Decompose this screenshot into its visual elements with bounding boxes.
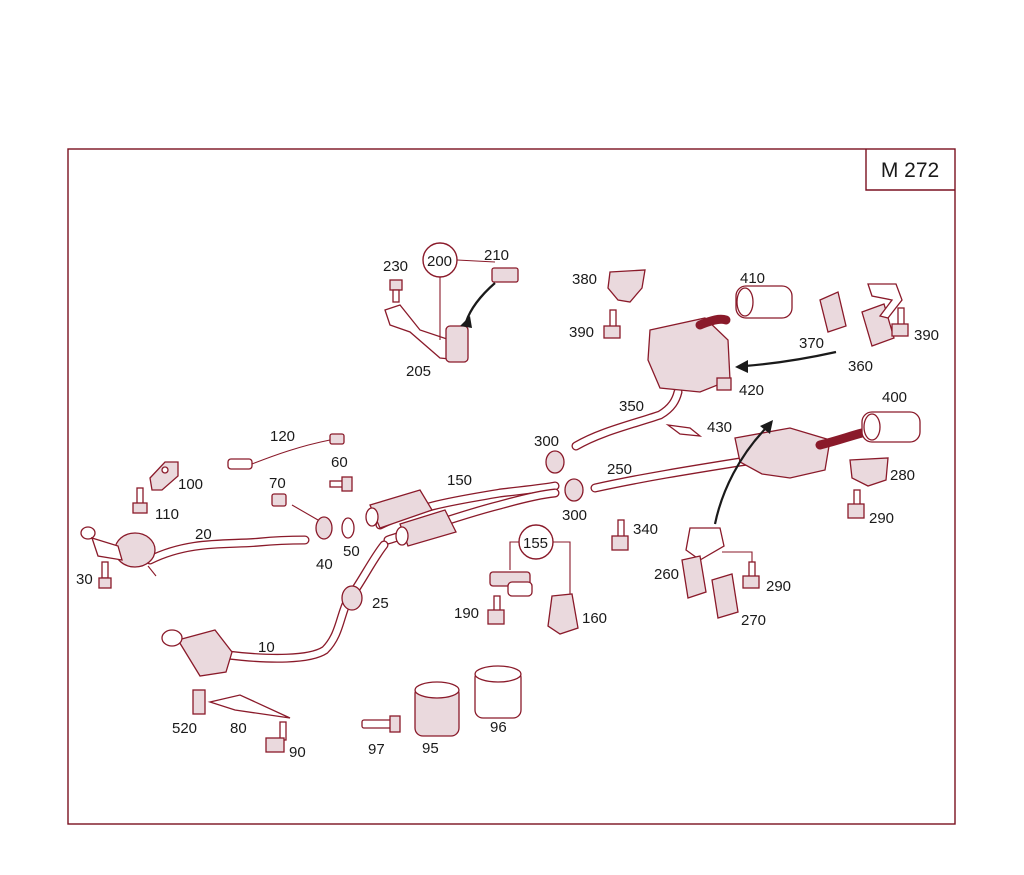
part-bracket-430	[665, 424, 703, 437]
callout-380: 380	[572, 271, 597, 288]
callout-100: 100	[178, 476, 203, 493]
part-bolt-420	[716, 377, 732, 391]
callout-96: 96	[490, 719, 507, 736]
part-muffler-left	[647, 285, 793, 393]
callout-350: 350	[619, 398, 644, 415]
callout-270: 270	[741, 612, 766, 629]
part-hanger-160	[547, 593, 579, 635]
part-ring-50	[341, 517, 355, 539]
callout-340: 340	[633, 521, 658, 538]
callout-360: 360	[848, 358, 873, 375]
callout-290b: 290	[766, 578, 791, 595]
part-hanger-360	[819, 283, 903, 347]
part-muffler-right	[734, 411, 921, 479]
part-front-pipe-10	[161, 540, 389, 677]
part-sensor-120	[227, 433, 345, 470]
model-tag: M 272	[865, 149, 955, 191]
part-nut-70	[271, 493, 287, 507]
callout-205: 205	[406, 363, 431, 380]
callout-250: 250	[607, 461, 632, 478]
callout-25: 25	[372, 595, 389, 612]
callout-110: 110	[155, 506, 179, 523]
part-bolt-290b	[742, 561, 760, 589]
part-catalyst-150	[365, 481, 560, 547]
callout-280: 280	[890, 467, 915, 484]
part-stud-60	[329, 476, 353, 492]
part-bolt-390b	[891, 307, 909, 337]
part-bolt-90	[265, 721, 287, 753]
callout-10: 10	[258, 639, 275, 656]
part-mount-95	[414, 681, 460, 737]
part-hanger-380	[607, 269, 646, 303]
part-clamp-40	[291, 504, 333, 540]
callout-420: 420	[739, 382, 764, 399]
callout-40: 40	[316, 556, 333, 573]
callout-300a: 300	[534, 433, 559, 450]
callout-30: 30	[76, 571, 93, 588]
callout-155: 155	[523, 535, 548, 552]
callout-80: 80	[230, 720, 247, 737]
callout-90: 90	[289, 744, 306, 761]
part-clamp-300b	[564, 478, 584, 502]
part-bolt-190	[487, 595, 505, 625]
callout-60: 60	[331, 454, 348, 471]
callout-400: 400	[882, 389, 907, 406]
diagram-frame	[67, 148, 956, 825]
callout-120: 120	[270, 428, 295, 445]
callout-520: 520	[172, 720, 197, 737]
callout-300b: 300	[562, 507, 587, 524]
part-bracket-80	[192, 689, 291, 719]
callout-97: 97	[368, 741, 385, 758]
arrow-to-muffler-right	[713, 420, 773, 525]
callout-20: 20	[195, 526, 212, 543]
arrow-to-205	[460, 282, 496, 328]
part-pipe-350	[571, 387, 683, 451]
leader-200-210	[456, 259, 496, 263]
callout-410: 410	[740, 270, 765, 287]
callout-210: 210	[484, 247, 509, 264]
part-bracket-100	[149, 461, 179, 491]
part-bolt-230	[389, 279, 403, 303]
part-mount-96	[474, 665, 522, 719]
callout-260: 260	[654, 566, 679, 583]
callout-290a: 290	[869, 510, 894, 527]
callout-150: 150	[447, 472, 472, 489]
part-clamp-25	[341, 585, 363, 611]
part-clip-210	[491, 267, 519, 283]
callout-230: 230	[383, 258, 408, 275]
part-bolt-290a	[847, 489, 865, 519]
part-bolt-390a	[603, 309, 621, 339]
part-bracket-155	[489, 541, 571, 600]
part-bolt-97	[361, 715, 401, 733]
part-bracket-205	[384, 304, 469, 363]
part-bracket-260	[681, 527, 753, 619]
part-clamp-300a	[545, 450, 565, 474]
part-bolt-110	[132, 487, 148, 514]
model-tag-label: M 272	[881, 159, 939, 182]
callout-circle-155	[518, 524, 554, 560]
part-front-pipe-20	[80, 526, 310, 577]
arrow-to-muffler-left	[735, 350, 837, 373]
callout-70: 70	[269, 475, 286, 492]
callout-160: 160	[582, 610, 607, 627]
part-bolt-340	[611, 519, 629, 551]
part-hanger-280	[849, 457, 889, 487]
callout-390a: 390	[569, 324, 594, 341]
callout-190: 190	[454, 605, 479, 622]
callout-430: 430	[707, 419, 732, 436]
part-bolt-30	[98, 561, 112, 589]
callout-390b: 390	[914, 327, 939, 344]
callout-95: 95	[422, 740, 439, 757]
callout-200: 200	[427, 253, 452, 270]
callout-50: 50	[343, 543, 360, 560]
callout-370: 370	[799, 335, 824, 352]
